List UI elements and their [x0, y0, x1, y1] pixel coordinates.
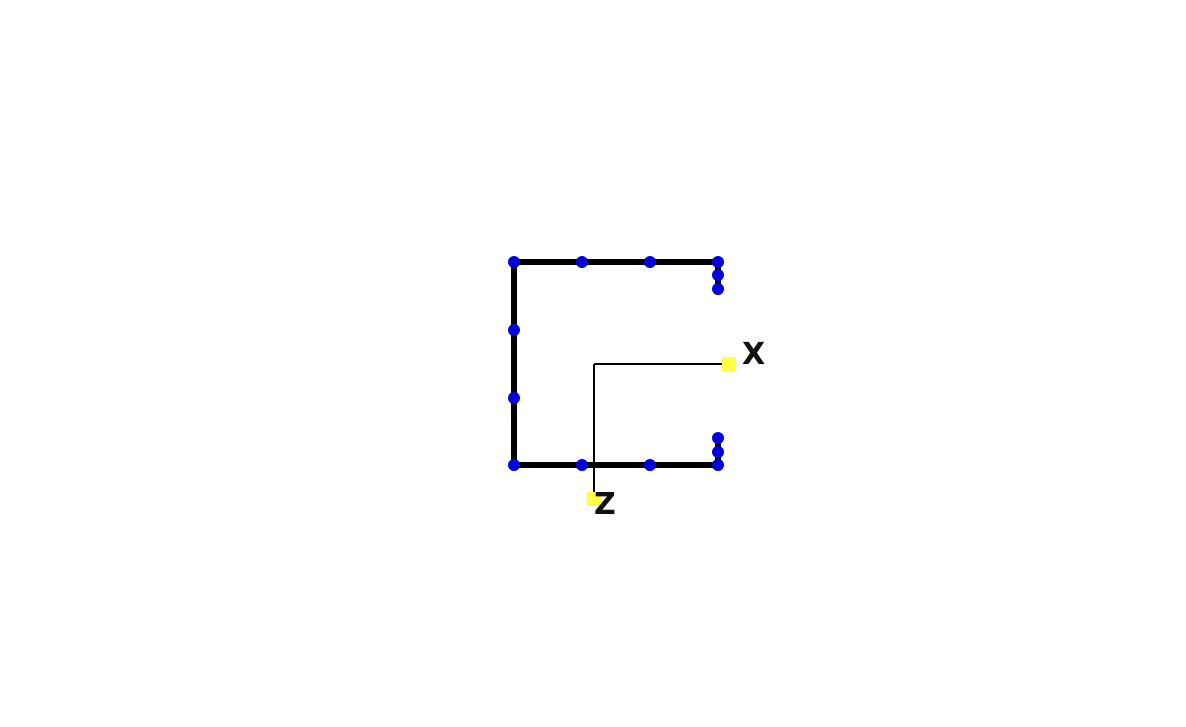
node [508, 392, 520, 404]
frame-nodes [508, 256, 724, 471]
node [712, 256, 724, 268]
node [508, 459, 520, 471]
node [712, 283, 724, 295]
axis-lines [593, 363, 729, 499]
node [712, 446, 724, 458]
node [508, 256, 520, 268]
x-axis-label: X [742, 337, 765, 372]
node [644, 459, 656, 471]
node [712, 269, 724, 281]
node [576, 256, 588, 268]
x-axis-marker [722, 357, 736, 371]
node [508, 324, 520, 336]
node [644, 256, 656, 268]
node [576, 459, 588, 471]
node [712, 432, 724, 444]
z-axis-label: Z [594, 487, 616, 522]
z-axis-marker [587, 492, 601, 506]
node [712, 459, 724, 471]
